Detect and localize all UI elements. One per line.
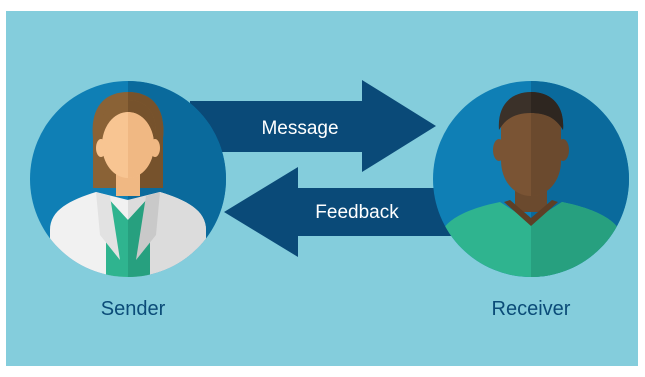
- feedback-arrow-icon: [224, 167, 460, 257]
- receiver-label: Receiver: [491, 298, 571, 320]
- message-label: Message: [261, 118, 339, 139]
- sender-label: Sender: [100, 298, 166, 320]
- feedback-label: Feedback: [315, 202, 399, 223]
- receiver-avatar-icon: [433, 81, 629, 277]
- message-arrow-icon: [190, 80, 436, 172]
